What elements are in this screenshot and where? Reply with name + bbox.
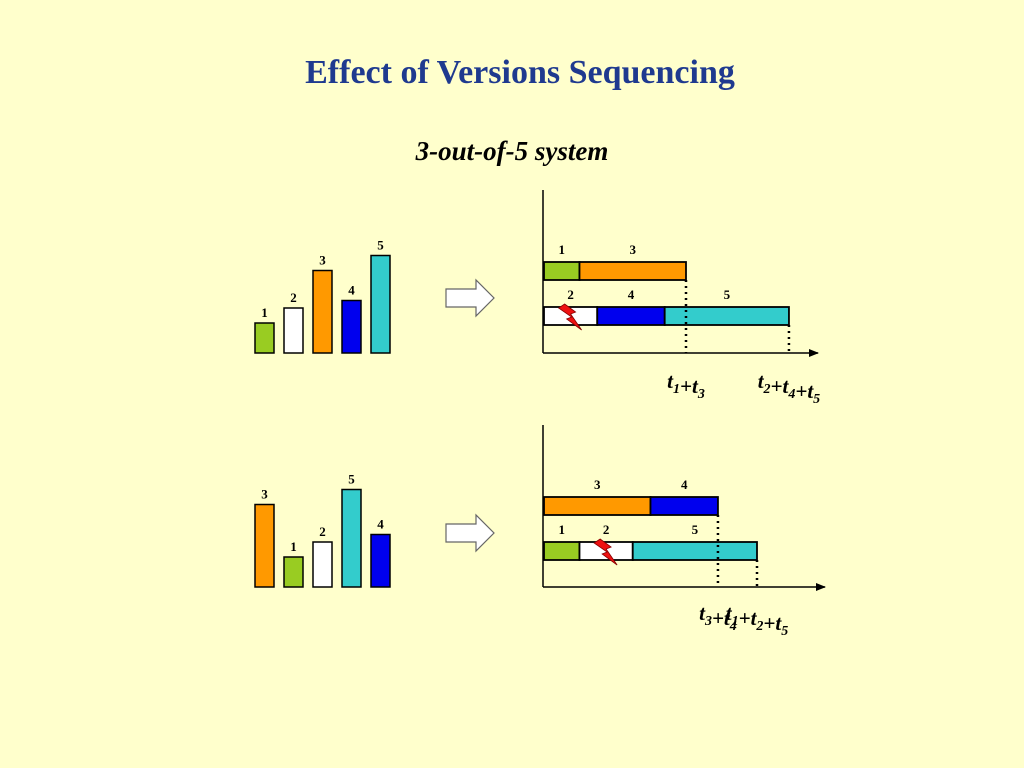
version-bar-label: 4 (377, 517, 384, 532)
execution-segment-1 (543, 261, 581, 281)
version-bar-label: 1 (290, 539, 297, 554)
version-bar-1 (254, 322, 275, 354)
version-bar-label: 3 (319, 253, 326, 268)
execution-segment-label: 2 (603, 522, 610, 537)
version-bar-label: 2 (290, 290, 297, 305)
execution-segment-3 (578, 261, 687, 281)
lightning-failure-icon (593, 538, 618, 566)
version-bar-label: 4 (348, 283, 355, 298)
version-bar-1 (283, 556, 304, 588)
execution-segment-label: 3 (630, 242, 637, 257)
version-bar-label: 1 (261, 305, 268, 320)
execution-segment-3 (543, 496, 652, 516)
version-bar-label: 5 (377, 238, 384, 253)
version-bar-5 (370, 254, 391, 354)
right-arrow-icon (445, 513, 495, 553)
completion-time-formula: t3+t4 (699, 601, 737, 634)
right-arrow-icon (445, 278, 495, 318)
execution-segment-label: 1 (559, 242, 566, 257)
version-bar-3 (312, 269, 333, 354)
execution-segment-1 (543, 541, 581, 561)
lightning-failure-icon (557, 303, 582, 331)
version-bar-4 (341, 299, 362, 354)
execution-segment-label: 5 (692, 522, 699, 537)
execution-segment-5 (663, 306, 790, 326)
execution-segment-label: 1 (559, 522, 566, 537)
version-bar-2 (312, 541, 333, 588)
execution-segment-4 (649, 496, 719, 516)
slide-title: Effect of Versions Sequencing (305, 54, 735, 91)
version-bar-label: 3 (261, 487, 268, 502)
timeline-row-2: 2 4 5 (543, 287, 790, 331)
version-bar-3 (254, 503, 275, 588)
completion-time-formula: t1+t2+t5 (726, 601, 788, 639)
version-bar-2 (283, 307, 304, 354)
timeline-row-2: 1 2 5 (543, 522, 758, 566)
completion-time-formula: t2+t4+t5 (758, 369, 820, 407)
version-bar-4 (370, 533, 391, 588)
execution-segment-label: 3 (594, 477, 601, 492)
execution-segment-5 (631, 541, 758, 561)
execution-segment-4 (596, 306, 666, 326)
execution-segment-label: 5 (724, 287, 731, 302)
slide-subtitle: 3-out-of-5 system (415, 136, 609, 166)
execution-segment-label: 4 (628, 287, 635, 302)
version-bar-label: 5 (348, 472, 355, 487)
execution-segment-label: 4 (681, 477, 688, 492)
version-order-chart: 3 1 2 5 4 (254, 472, 391, 588)
completion-time-formula: t1+t3 (667, 369, 705, 402)
version-bar-label: 2 (319, 524, 326, 539)
version-bar-5 (341, 488, 362, 588)
execution-segment-label: 2 (567, 287, 574, 302)
version-order-chart: 1 2 3 4 5 (254, 238, 391, 354)
